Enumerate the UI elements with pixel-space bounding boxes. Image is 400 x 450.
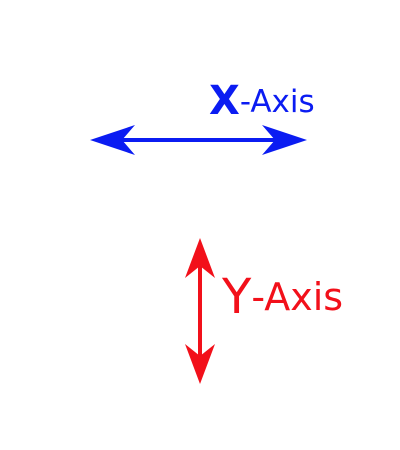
y-axis-label-prefix: Y	[222, 269, 252, 325]
y-axis-arrow-icon	[185, 238, 215, 384]
x-axis-label: X-Axis	[209, 79, 315, 121]
x-axis-arrow-icon	[90, 125, 307, 155]
y-axis-label-suffix: -Axis	[251, 275, 344, 319]
y-axis-label: Y-Axis	[222, 270, 344, 321]
x-axis-label-prefix: X	[209, 78, 240, 124]
x-axis-label-suffix: -Axis	[239, 84, 315, 120]
